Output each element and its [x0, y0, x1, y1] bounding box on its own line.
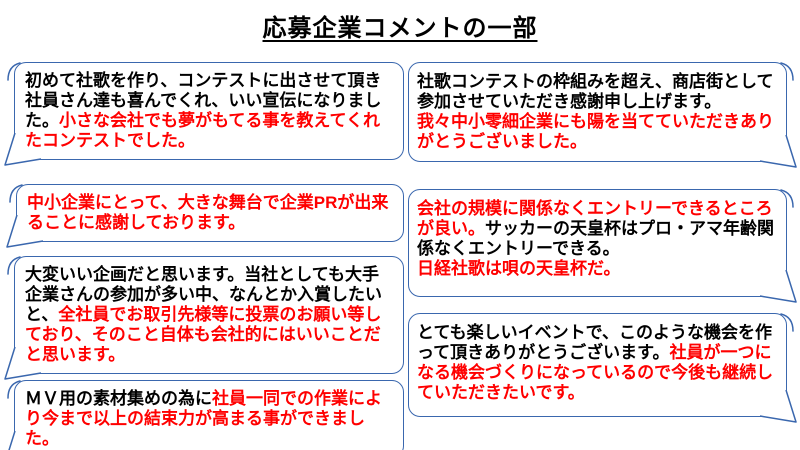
bubble-corner-flick-icon — [9, 184, 23, 203]
speech-bubble-left-2: 中小企業にとって、大きな舞台で企業PRが出来ることに感謝しております。 — [6, 184, 404, 248]
bubble-corner-flick-icon — [7, 256, 21, 275]
bubble-corner-flick-icon — [7, 62, 21, 81]
comment-text-segment: 大変いい企画だと思います。当社としても大手企業さんの参加が多い中、なんとか入賞し… — [25, 265, 382, 324]
comment-text: 中小企業にとって、大きな舞台で企業PRが出来ることに感謝しております。 — [27, 193, 388, 232]
page-title: 応募企業コメントの一部 — [262, 15, 538, 42]
comment-text: ＭＶ用の素材集めの為に社員一同での作業により今まで以上の結束力が高まる事ができま… — [25, 389, 382, 448]
bubble-tail-icon — [759, 269, 797, 303]
comment-text-segment: 全社員でお取引先様等に投票のお願い等しており、そのこと自体も会社的にはいいことだ… — [25, 305, 382, 364]
comment-text: 大変いい企画だと思います。当社としても大手企業さんの参加が多い中、なんとか入賞し… — [25, 265, 382, 364]
comment-text-segment: 我々中小零細企業にも陽を当てていただきありがとうございました。 — [417, 112, 774, 151]
speech-bubble-right-1: 社歌コンテストの枠組みを超え、商店街として参加させていただき感謝申し上げます。我… — [408, 62, 797, 168]
comment-text: 初めて社歌を作り、コンテストに出させて頂き社員さん達も喜んでくれ、いい宣伝になり… — [25, 71, 381, 150]
bubble-tail-icon — [759, 134, 797, 168]
bubble-corner-flick-icon — [7, 380, 21, 399]
comment-text-segment: 会社の規模に関係なくエントリーできるところが良い。 — [417, 199, 773, 238]
comment-text-segment: サッカーの天皇杯はプロ・アマ年齢関係なくエントリーできる。 — [417, 219, 774, 258]
comment-text-segment: 日経社歌は唄の天皇杯だ。 — [417, 259, 621, 278]
comment-text-segment: ＭＶ用の素材集めの為に — [25, 389, 212, 408]
speech-bubble-right-2: 会社の規模に関係なくエントリーできるところが良い。サッカーの天皇杯はプロ・アマ年… — [408, 189, 797, 303]
speech-bubble-left-4: ＭＶ用の素材集めの為に社員一同での作業により今まで以上の結束力が高まる事ができま… — [7, 380, 404, 450]
speech-bubble-right-3: とても楽しいイベントで、このような機会を作って頂きありがとうございます。社員が一… — [408, 313, 797, 423]
bubble-corner-flick-icon — [780, 189, 794, 208]
bubble-corner-flick-icon — [780, 62, 794, 81]
comment-text: 社歌コンテストの枠組みを超え、商店街として参加させていただき感謝申し上げます。我… — [417, 72, 774, 151]
speech-bubble-left-3: 大変いい企画だと思います。当社としても大手企業さんの参加が多い中、なんとか入賞し… — [4, 256, 404, 380]
comment-text-segment: 初めて社歌を作り、コンテストに出させて頂き社員さん達も喜んでくれ、いい宣伝になり… — [25, 71, 382, 130]
comment-text-segment: 中小企業にとって、大きな舞台で企業PRが出来ることに感謝しております。 — [27, 193, 389, 232]
comment-text: とても楽しいイベントで、このような機会を作って頂きありがとうございます。社員が一… — [417, 323, 773, 402]
comment-text-segment: 社員が一つになる機会づくりになっているので今後も継続していただきたいです。 — [417, 343, 774, 402]
bubble-corner-flick-icon — [780, 313, 794, 332]
comment-text: 会社の規模に関係なくエントリーできるところが良い。サッカーの天皇杯はプロ・アマ年… — [417, 199, 774, 278]
bubble-tail-icon — [759, 389, 797, 423]
comment-text-segment: 小さな会社でも夢がもてる事を教えてくれたコンテストでした。 — [25, 111, 380, 150]
comment-text-segment: とても楽しいイベントで、このような機会を作って頂きありがとうございます。 — [417, 323, 772, 362]
speech-bubble-left-1: 初めて社歌を作り、コンテストに出させて頂き社員さん達も喜んでくれ、いい宣伝になり… — [4, 62, 404, 166]
comment-text-segment: 社歌コンテストの枠組みを超え、商店街として参加させていただき感謝申し上げます。 — [417, 72, 774, 111]
